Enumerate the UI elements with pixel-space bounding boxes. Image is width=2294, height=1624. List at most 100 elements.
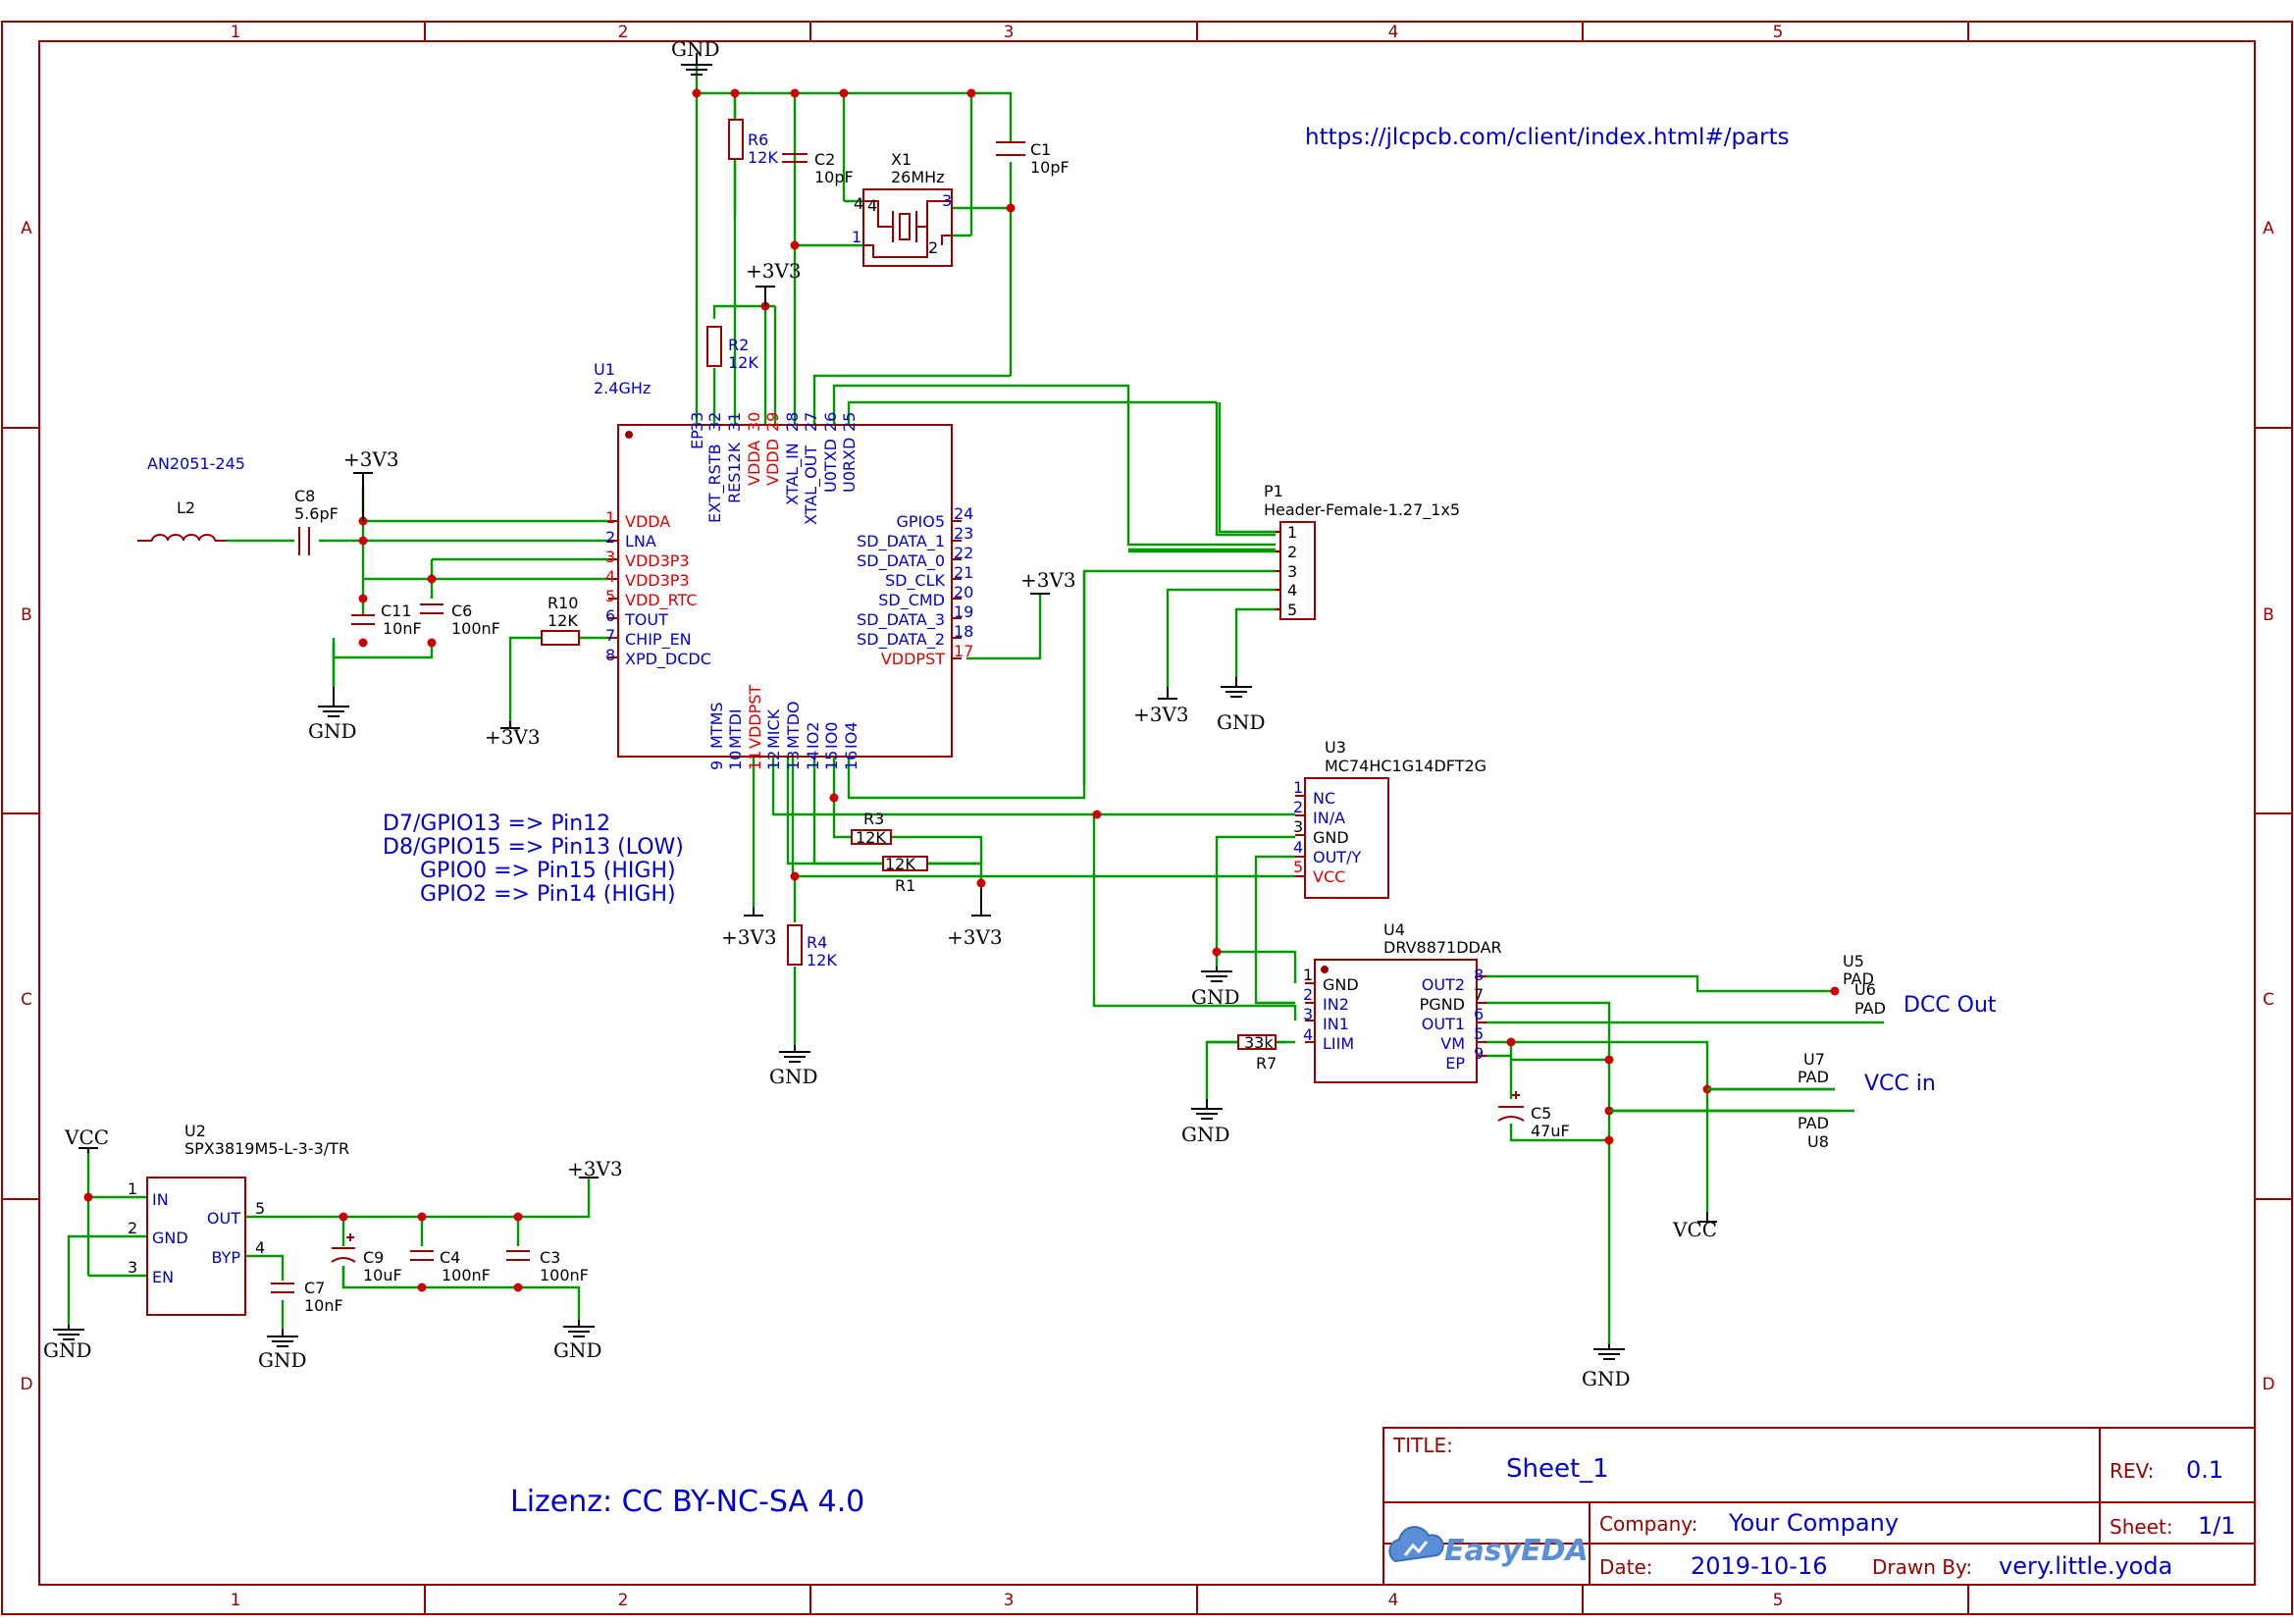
u1-pin8-num: 8 xyxy=(605,646,615,664)
u3-pin2-name: IN/A xyxy=(1313,809,1345,827)
c11-value: 10nF xyxy=(383,619,422,638)
u1-pin25-num: 25 xyxy=(840,412,859,432)
r1-value: 12K xyxy=(885,855,915,873)
col-label-bottom-1: 1 xyxy=(231,1591,241,1610)
u1-pin28-num: 28 xyxy=(783,412,802,432)
c1-capacitor[interactable] xyxy=(996,141,1025,156)
col-label-top-4: 4 xyxy=(1388,23,1399,42)
u1-value: 2.4GHz xyxy=(594,379,651,397)
r10-resistor[interactable] xyxy=(541,630,580,646)
x1-ref: X1 xyxy=(891,150,912,169)
u1-pin21-name: SD_CLK xyxy=(885,571,946,591)
u1-pin27-num: 27 xyxy=(802,412,820,432)
u8-ref: U8 xyxy=(1807,1132,1829,1151)
x1-crystal[interactable] xyxy=(862,188,953,267)
r4-resistor[interactable] xyxy=(787,924,803,966)
u1-pin21-num: 21 xyxy=(954,563,973,582)
u3-pin5-num: 5 xyxy=(1293,858,1303,876)
c2-ref: C2 xyxy=(814,150,835,169)
v33-label-r2: +3V3 xyxy=(746,259,802,283)
u1-pin9-name: MTMS xyxy=(707,702,726,749)
url-note[interactable]: https://jlcpcb.com/client/index.html#/pa… xyxy=(1305,125,1790,150)
gnd-symbol-r4 xyxy=(779,1045,810,1063)
u1-pin27-name: XTAL_OUT xyxy=(802,445,821,525)
r7-resistor[interactable] xyxy=(1207,1034,1277,1050)
gpio-note-3: GPIO0 => Pin15 (HIGH) xyxy=(420,859,676,883)
col-label-bottom-5: 5 xyxy=(1773,1591,1784,1610)
row-label-left-A: A xyxy=(21,219,32,238)
row-label-right-D: D xyxy=(2262,1375,2274,1394)
r6-resistor[interactable] xyxy=(728,119,744,160)
u1-pin1-num: 1 xyxy=(605,508,615,527)
u1-left-pins: 1 VDDA 2 LNA 3 VDD3P3 4 VDD3P3 5 VDD_RTC… xyxy=(605,508,711,669)
u2-ref: U2 xyxy=(184,1122,206,1140)
u2-chip[interactable] xyxy=(146,1177,246,1316)
p1-ref: P1 xyxy=(1264,482,1283,500)
u1-pin2-num: 2 xyxy=(605,528,615,547)
u4-pin7-num: 7 xyxy=(1474,985,1484,1004)
title-label: TITLE: xyxy=(1392,1434,1453,1457)
u4-pin1-num: 1 xyxy=(1303,966,1313,984)
c6-value: 100nF xyxy=(451,619,500,638)
c9-capacitor[interactable] xyxy=(331,1233,356,1263)
r7-ref: R7 xyxy=(1256,1054,1277,1073)
gnd-symbol-left xyxy=(318,687,349,717)
c8-capacitor[interactable] xyxy=(298,527,310,555)
col-label-top-3: 3 xyxy=(1004,23,1015,42)
u1-bottom-pins: MTMS 9 MTDI 10 VDDPST 11 MICK 12 MTDO 13… xyxy=(707,685,860,770)
u1-pin2-name: LNA xyxy=(625,532,656,550)
c8-ref: C8 xyxy=(294,487,315,505)
p1-pin5: 5 xyxy=(1287,601,1297,619)
row-label-right-B: B xyxy=(2263,605,2274,625)
u4-pin8-num: 8 xyxy=(1474,966,1484,984)
gnd-symbol-u4 xyxy=(1593,1344,1625,1360)
u8-value: PAD xyxy=(1798,1114,1829,1132)
u4-chip[interactable] xyxy=(1305,959,1486,1083)
u1-top-pins: 33 EP 32 EXT_RSTB 31 RES12K 30 VDDA 29 V… xyxy=(688,412,859,525)
c7-value: 10nF xyxy=(304,1296,343,1315)
r3-resistor[interactable] xyxy=(851,829,892,845)
row-label-left-B: B xyxy=(21,605,32,625)
u1-pin1-name: VDDA xyxy=(625,512,670,531)
u1-pin11-name: VDDPST xyxy=(746,685,764,749)
u1-pin24-num: 24 xyxy=(954,504,973,523)
date-label: Date: xyxy=(1599,1555,1653,1579)
c7-capacitor[interactable] xyxy=(271,1283,294,1293)
row-label-right-A: A xyxy=(2263,219,2274,238)
r1-resistor[interactable] xyxy=(882,856,928,871)
c6-capacitor[interactable] xyxy=(420,603,443,614)
rev-value: 0.1 xyxy=(2186,1456,2223,1484)
wires xyxy=(67,64,1884,1344)
u4-right-pins: OUT2 8 PGND 7 OUT1 6 VM 5 EP 9 xyxy=(1420,966,1485,1073)
u1-chip[interactable] xyxy=(608,424,962,758)
c3-capacitor[interactable] xyxy=(506,1250,530,1261)
u4-pin3-num: 3 xyxy=(1303,1005,1313,1023)
r2-resistor[interactable] xyxy=(706,326,722,367)
u2-pin4-name: BYP xyxy=(211,1248,240,1267)
license-note: Lizenz: CC BY-NC-SA 4.0 xyxy=(510,1485,864,1519)
u1-pin12-num: 12 xyxy=(764,751,783,770)
p1-pin3: 3 xyxy=(1287,562,1297,581)
date-value: 2019-10-16 xyxy=(1691,1552,1827,1580)
u4-pin8-name: OUT2 xyxy=(1422,975,1465,994)
u3-pin4-num: 4 xyxy=(1293,838,1303,857)
u1-pin12-name: MICK xyxy=(764,708,783,749)
u1-pin17-num: 17 xyxy=(954,642,973,660)
p1-header[interactable] xyxy=(1276,521,1316,620)
x1-pin2: 2 xyxy=(928,238,938,257)
u1-pin25-name: U0RXD xyxy=(840,438,859,493)
u3-chip[interactable] xyxy=(1295,777,1389,899)
x1-pin4: 4 xyxy=(854,194,863,213)
v33-label-vddpst: +3V3 xyxy=(1020,568,1076,592)
c4-capacitor[interactable] xyxy=(410,1250,434,1261)
vcc-in-label: VCC in xyxy=(1864,1072,1936,1096)
easyeda-logo-text: EasyEDA xyxy=(1444,1534,1589,1568)
c5-capacitor[interactable] xyxy=(1497,1091,1525,1122)
c11-capacitor[interactable] xyxy=(351,614,375,625)
v33-symbol-r2 xyxy=(756,286,775,306)
u1-pin32-num: 32 xyxy=(705,412,724,432)
junction-dots xyxy=(83,88,1840,1292)
c2-capacitor[interactable] xyxy=(782,153,808,163)
col-label-top-1: 1 xyxy=(231,23,241,42)
l2-inductor[interactable] xyxy=(137,534,226,542)
